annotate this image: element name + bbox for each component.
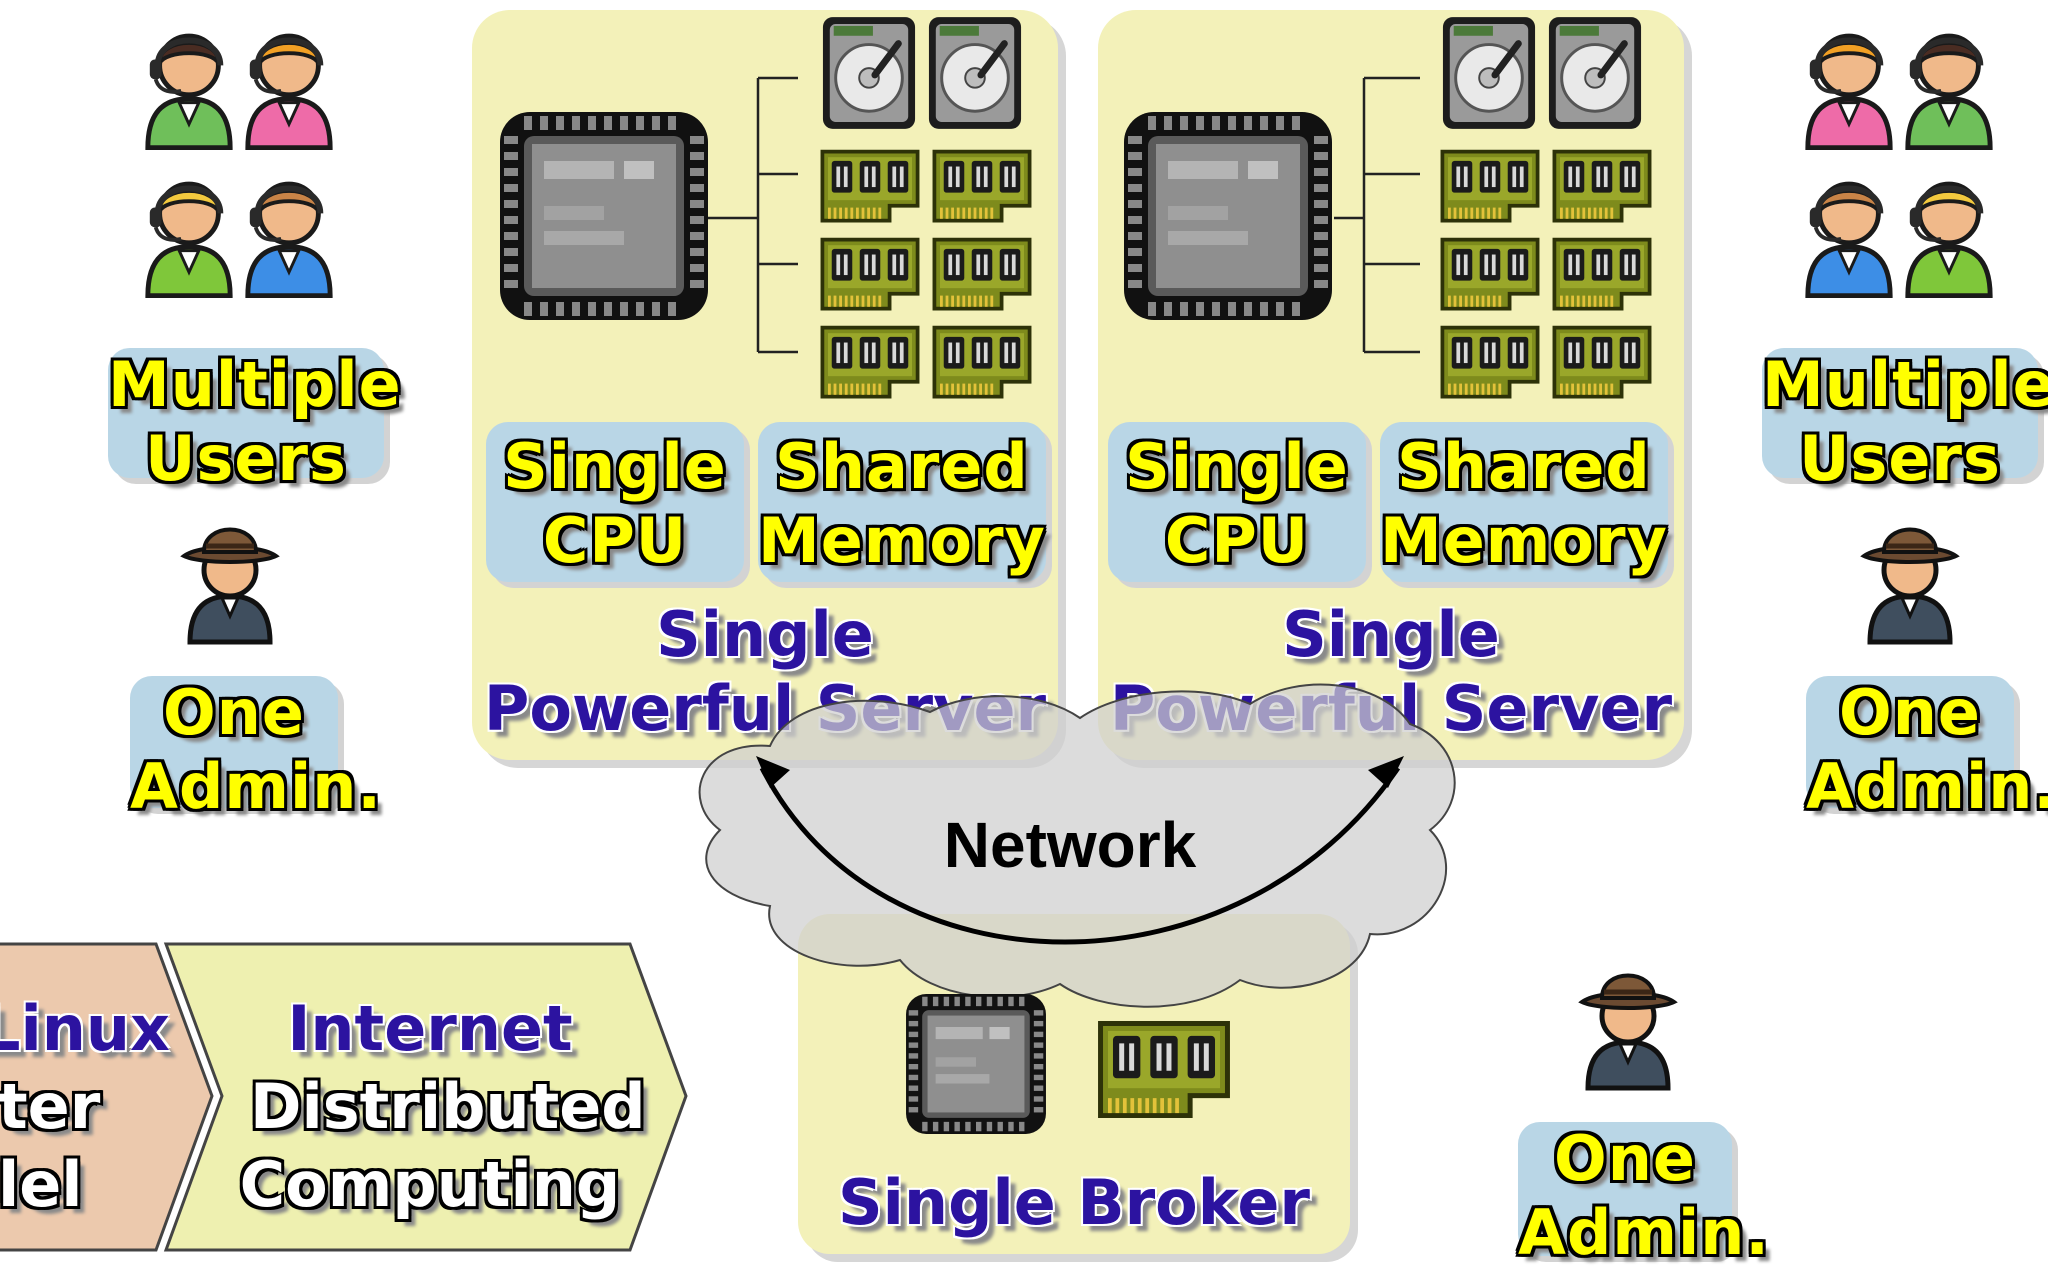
linux-arrow-text: Linux ter lel (0, 990, 170, 1224)
cloud-icon (698, 683, 1456, 1008)
admin-label-line1: One (1839, 676, 1981, 749)
memory-label-line1: Shared (775, 430, 1029, 503)
users-label-line2: Users (145, 422, 347, 495)
server-title-line1: Single (1282, 598, 1500, 671)
arrow-head-right (1368, 756, 1404, 788)
memory-label-line1: Shared (1397, 430, 1651, 503)
server-title-line1: Single (656, 598, 874, 671)
users-label-line2: Users (1799, 422, 2001, 495)
network-label: Network (943, 809, 1197, 881)
admin-label-line2: Admin. (1518, 1196, 1770, 1269)
linux-label-line3: lel (0, 1148, 83, 1221)
internet-label-line2: Distributed (250, 1070, 646, 1143)
memory-label-line2: Memory (758, 504, 1046, 577)
broker-memory-icon (1090, 1016, 1238, 1128)
broker-cpu-icon (902, 990, 1050, 1138)
internet-label-line1: Internet (287, 992, 573, 1065)
admin-fedora-icon (1578, 954, 1678, 1096)
admin-label-line1: One (1554, 1122, 1696, 1195)
cpu-label-line1: Single (503, 430, 727, 503)
cpu-label-line2: CPU (1164, 504, 1310, 577)
process-arrows (0, 942, 688, 1252)
memory-label-line2: Memory (1380, 504, 1668, 577)
internet-arrow-shape (163, 942, 688, 1252)
broker-title: Single Broker (838, 1166, 1310, 1239)
server-1-hardware (500, 10, 1032, 399)
internet-label-line3: Computing (239, 1148, 621, 1221)
arrow-head-left (756, 756, 790, 788)
network-arrow (759, 766, 1401, 945)
linux-arrow-shape (0, 942, 214, 1252)
server-2-hardware (1124, 10, 1652, 399)
linux-label-line2: ter (0, 1070, 101, 1143)
linux-label-line1: Linux (0, 992, 170, 1065)
admin-label-line1: One (163, 676, 305, 749)
cpu-label-line1: Single (1125, 430, 1349, 503)
users-label-line1: Multiple (1762, 348, 2048, 421)
internet-arrow-text: Internet Distributed Computing (220, 990, 646, 1224)
cpu-label-line2: CPU (542, 504, 688, 577)
users-label-line1: Multiple (108, 348, 402, 421)
admin-label-line2: Admin. (1806, 750, 2048, 823)
